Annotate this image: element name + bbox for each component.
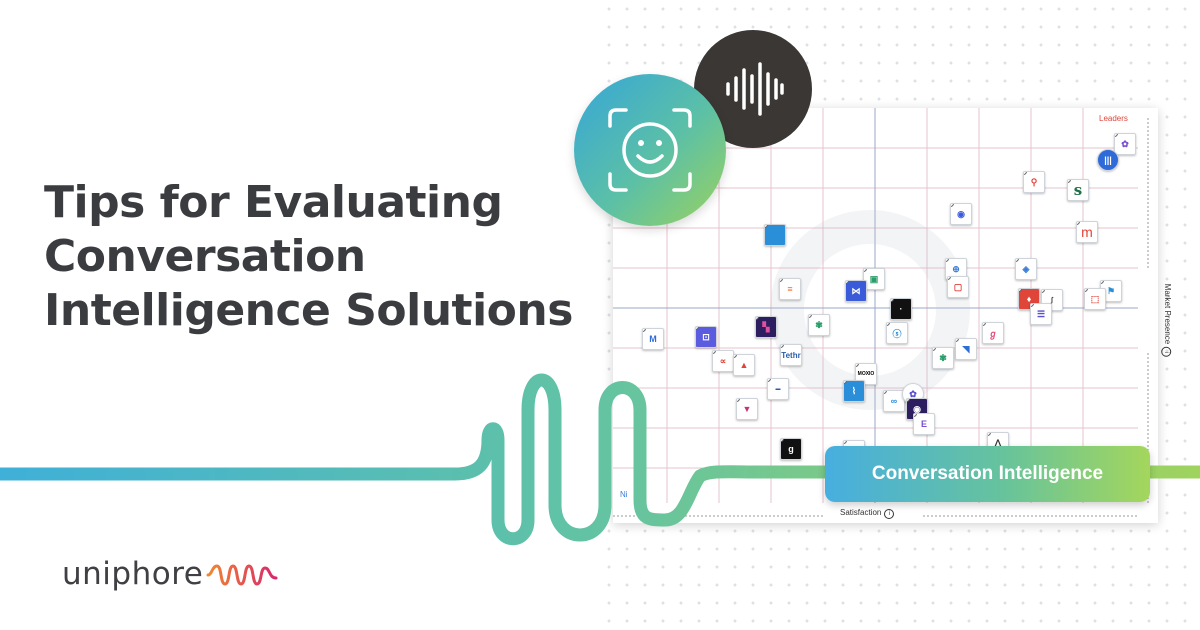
vendor-logo-tile: E (913, 413, 935, 435)
headline-line-2: Conversation (44, 231, 366, 282)
vendor-logo-tile (764, 224, 786, 246)
vendor-logo-tile: m (1076, 221, 1098, 243)
info-icon: i (884, 509, 895, 519)
vendor-logo-tile: ▬ (767, 378, 789, 400)
vendor-logo-tile: ⚲ (1023, 171, 1045, 193)
vendor-logo-tile: Tethr (780, 344, 802, 366)
vendor-logo-tile: ✿ (1114, 133, 1136, 155)
vendor-logo-tile: ▼ (736, 398, 758, 420)
vendor-logo-tile: M (642, 328, 664, 350)
face-scan-icon (608, 108, 692, 192)
waveform-icon (726, 62, 784, 116)
face-recognition-circle (574, 74, 726, 226)
niche-label: Ni (620, 490, 628, 499)
vendor-logo-tile: ◈ (1015, 258, 1037, 280)
headline: Tips for Evaluating Conversation Intelli… (44, 176, 604, 338)
brand-wordmark: uniphore (62, 556, 204, 592)
vendor-logo-tile: ▚ (755, 316, 777, 338)
vendor-logo-tile: ◥ (955, 338, 977, 360)
vendor-logo-tile: ℊ (982, 322, 1004, 344)
vendor-logo-tile: g (780, 438, 802, 460)
vendor-logo-tile: · (890, 298, 912, 320)
vendor-logo-tile: ▢ (947, 276, 969, 298)
uniphore-wave-icon (206, 564, 278, 586)
vendor-logo-tile: s (1067, 179, 1089, 201)
headline-line-1: Tips for Evaluating (44, 177, 503, 228)
vendor-logo-tile: ▲ (733, 354, 755, 376)
vendor-logo-tile: ⋈ (845, 280, 867, 302)
vendor-logo-tile: ≡ (779, 278, 801, 300)
vendor-logo-tile: ||| (1097, 149, 1119, 171)
vendor-logo-tile: ☰ (1030, 303, 1052, 325)
uniphore-logo: uniphore (62, 556, 203, 592)
vendor-logo-tile: ◉ (950, 203, 972, 225)
vendor-logo-tile: ⊡ (695, 326, 717, 348)
vendor-logo-tile: ▣ (863, 268, 885, 290)
vendor-logo-tile: ⓢ (886, 322, 908, 344)
vendor-logo-tile: ⬚ (1084, 288, 1106, 310)
conversation-intelligence-badge: Conversation Intelligence (825, 446, 1150, 502)
vendor-logo-tile: ✾ (808, 314, 830, 336)
vendor-logo-tile: MOXIO (855, 363, 877, 385)
vendor-logo-tile: ⌇ (843, 380, 865, 402)
headline-line-3: Intelligence Solutions (44, 285, 573, 336)
vendor-logo-tile: ✾ (932, 347, 954, 369)
leaders-label: Leaders (1099, 114, 1128, 123)
